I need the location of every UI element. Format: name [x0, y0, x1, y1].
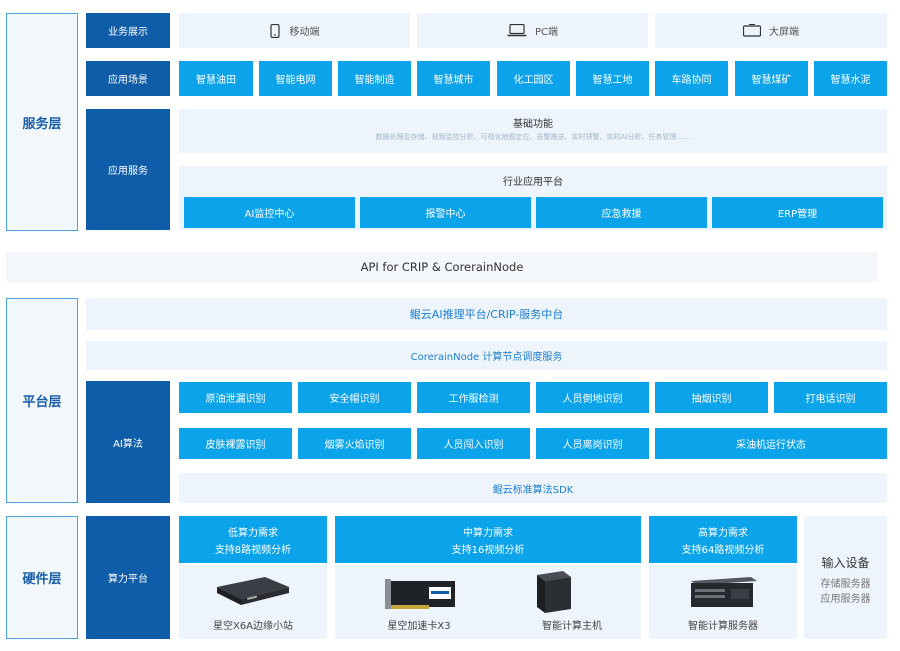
algo-item: 抽烟识别: [655, 382, 768, 413]
high-compute-body: 智能计算服务器: [649, 565, 797, 639]
algo-item: 人员闯入识别: [417, 428, 530, 459]
scenario-item: 智慧煤矿: [735, 61, 808, 96]
display-label: 业务展示: [86, 13, 170, 48]
compute-platform-label: 算力平台: [86, 516, 170, 639]
mid-compute-body: 星空加速卡X3 智能计算主机: [335, 565, 641, 639]
platform-layer-label: 平台层: [6, 298, 78, 503]
industry-platform-title: 行业应用平台: [503, 176, 563, 188]
low-compute-title: 低算力需求: [228, 528, 278, 539]
api-bar: API for CRIP & CorerainNode: [6, 252, 878, 282]
monitor-icon: [743, 24, 761, 37]
algo-item: 皮肤裸露识别: [179, 428, 292, 459]
server-icon: [691, 577, 757, 607]
platform-item: ERP管理: [712, 197, 883, 228]
low-device-label: 星空X6A边缘小站: [212, 620, 294, 632]
scenario-item: 智慧工地: [576, 61, 649, 96]
platform-item: AI监控中心: [184, 197, 355, 228]
algo-item: 烟雾火焰识别: [298, 428, 411, 459]
display-pc-label: PC端: [534, 27, 558, 38]
input-device-item: 存储服务器: [820, 579, 871, 590]
algo-item: 人员倒地识别: [536, 382, 649, 413]
accelerator-card-icon: [385, 579, 455, 609]
mid-compute-title: 中算力需求: [463, 528, 513, 539]
scenario-item: 智慧城市: [417, 61, 490, 96]
algo-item: 原油泄漏识别: [179, 382, 292, 413]
algo-item: 打电话识别: [774, 382, 887, 413]
crip-bar: 鲲云AI推理平台/CRIP-服务中台: [86, 298, 887, 330]
low-compute-header: 低算力需求 支持8路视频分析: [179, 516, 327, 563]
scenario-item: 智能电网: [259, 61, 332, 96]
high-compute-title: 高算力需求: [698, 528, 748, 539]
basic-functions-desc: 数据处理及存储、视频监控分析、可视化地图定位、告警推送、实时预警、实时AI分析、…: [375, 133, 691, 141]
compute-host-icon: [537, 571, 571, 613]
mid-compute-header: 中算力需求 支持16视频分析: [335, 516, 641, 563]
mid-device-label: 智能计算主机: [542, 620, 602, 632]
laptop-icon: [507, 24, 527, 37]
node-bar: CorerainNode 计算节点调度服务: [86, 341, 887, 370]
scenario-item: 智能制造: [338, 61, 411, 96]
basic-functions-title: 基础功能: [513, 118, 553, 130]
basic-functions-box: 基础功能 数据处理及存储、视频监控分析、可视化地图定位、告警推送、实时预警、实时…: [179, 109, 887, 153]
ai-algo-label: AI算法: [86, 381, 170, 503]
high-compute-header: 高算力需求 支持64路视频分析: [649, 516, 797, 563]
low-compute-body: 星空X6A边缘小站: [179, 565, 327, 639]
input-devices-title: 输入设备: [821, 555, 870, 570]
edge-box-icon: [217, 577, 289, 605]
scenario-item: 车路协同: [655, 61, 728, 96]
platform-item: 报警中心: [360, 197, 531, 228]
input-device-item: 应用服务器: [820, 594, 871, 605]
input-devices-box: 输入设备 存储服务器 应用服务器: [804, 516, 887, 639]
high-compute-desc: 支持64路视频分析: [681, 545, 765, 556]
mid-compute-desc: 支持16视频分析: [451, 545, 525, 556]
algo-item: 人员离岗识别: [536, 428, 649, 459]
scenario-item: 化工园区: [497, 61, 570, 96]
service-layer-label: 服务层: [6, 13, 78, 231]
low-compute-desc: 支持8路视频分析: [214, 545, 292, 556]
display-bigscreen: 大屏端: [655, 13, 887, 48]
mid-device-label: 星空加速卡X3: [387, 620, 451, 632]
app-service-label: 应用服务: [86, 109, 170, 230]
scenario-label: 应用场景: [86, 61, 170, 96]
display-mobile: 移动端: [179, 13, 410, 48]
high-device-label: 智能计算服务器: [688, 620, 758, 632]
scenario-item: 智慧水泥: [814, 61, 887, 96]
mobile-icon: [269, 23, 280, 38]
display-mobile-label: 移动端: [289, 27, 320, 38]
platform-item: 应急救援: [536, 197, 707, 228]
hardware-layer-label: 硬件层: [6, 516, 78, 639]
scenario-item: 智慧油田: [179, 61, 253, 96]
sdk-bar: 鲲云标准算法SDK: [179, 473, 887, 503]
display-pc: PC端: [417, 13, 648, 48]
algo-item: 工作服检测: [417, 382, 530, 413]
algo-item: 安全帽识别: [298, 382, 411, 413]
algo-item: 采油机运行状态: [655, 428, 887, 459]
display-bigscreen-label: 大屏端: [769, 27, 799, 38]
